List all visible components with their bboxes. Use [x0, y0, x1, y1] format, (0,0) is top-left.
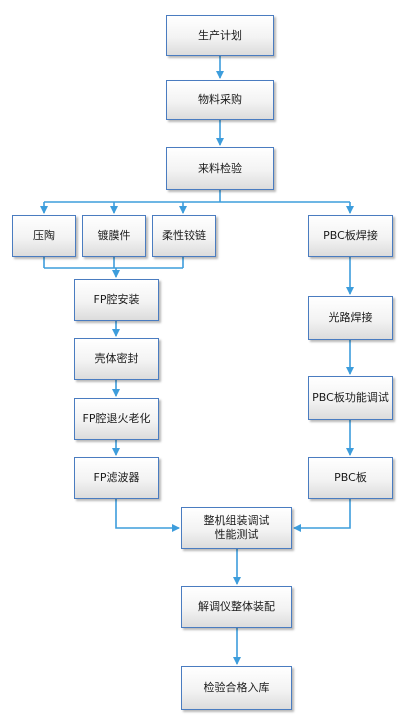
node-demodulator-assembly: 解调仪整体装配: [181, 586, 292, 628]
node-pcb-function-test-label: PBC板功能调试: [312, 391, 389, 404]
node-coating-part-label: 镀膜件: [97, 229, 131, 242]
node-material-purchase-label: 物料采购: [198, 93, 242, 106]
node-material-purchase: 物料采购: [166, 80, 274, 120]
node-production-plan-label: 生产计划: [198, 28, 242, 42]
node-ceramic-press-label: 压陶: [33, 229, 55, 242]
node-pcb-board-label: PBC板: [334, 471, 367, 484]
node-optical-path-weld: 光路焊接: [308, 296, 393, 340]
node-fp-anneal-aging-label: FP腔退火老化: [82, 412, 151, 425]
node-incoming-inspection: 来料检验: [166, 147, 274, 190]
node-fp-cavity-assembly: FP腔安装: [74, 279, 159, 321]
node-demodulator-assembly-label: 解调仪整体装配: [198, 600, 275, 613]
node-production-plan: 生产计划: [166, 15, 274, 56]
node-final-inspection-label: 检验合格入库: [203, 681, 270, 694]
node-assembly-test-label-1: 整机组装调试: [203, 514, 270, 527]
node-assembly-test: 整机组装调试 性能测试: [181, 507, 292, 549]
node-fp-cavity-assembly-label: FP腔安装: [93, 293, 140, 306]
arrow-fp-filter-to-assembly: [115, 499, 180, 532]
node-incoming-inspection-label: 来料检验: [198, 161, 242, 175]
arrow-pcb-to-assembly: [293, 499, 351, 532]
node-pcb-function-test: PBC板功能调试: [308, 376, 393, 420]
node-pcb-weld: PBC板焊接: [308, 215, 393, 257]
node-fp-filter: FP滤波器: [74, 457, 159, 499]
node-optical-path-weld-label: 光路焊接: [328, 311, 373, 324]
node-coating-part: 镀膜件: [82, 215, 146, 257]
node-fp-anneal-aging: FP腔退火老化: [74, 398, 159, 440]
node-flexible-hinge: 柔性铰链: [152, 215, 216, 257]
node-shell-seal: 壳体密封: [74, 338, 159, 380]
node-fp-filter-label: FP滤波器: [93, 471, 140, 484]
node-final-inspection: 检验合格入库: [181, 666, 292, 710]
node-shell-seal-label: 壳体密封: [94, 352, 139, 365]
node-pcb-board: PBC板: [308, 457, 393, 499]
node-flexible-hinge-label: 柔性铰链: [162, 229, 206, 242]
node-ceramic-press: 压陶: [12, 215, 76, 257]
node-assembly-test-label-2: 性能测试: [214, 528, 259, 541]
node-pcb-weld-label: PBC板焊接: [323, 229, 378, 242]
